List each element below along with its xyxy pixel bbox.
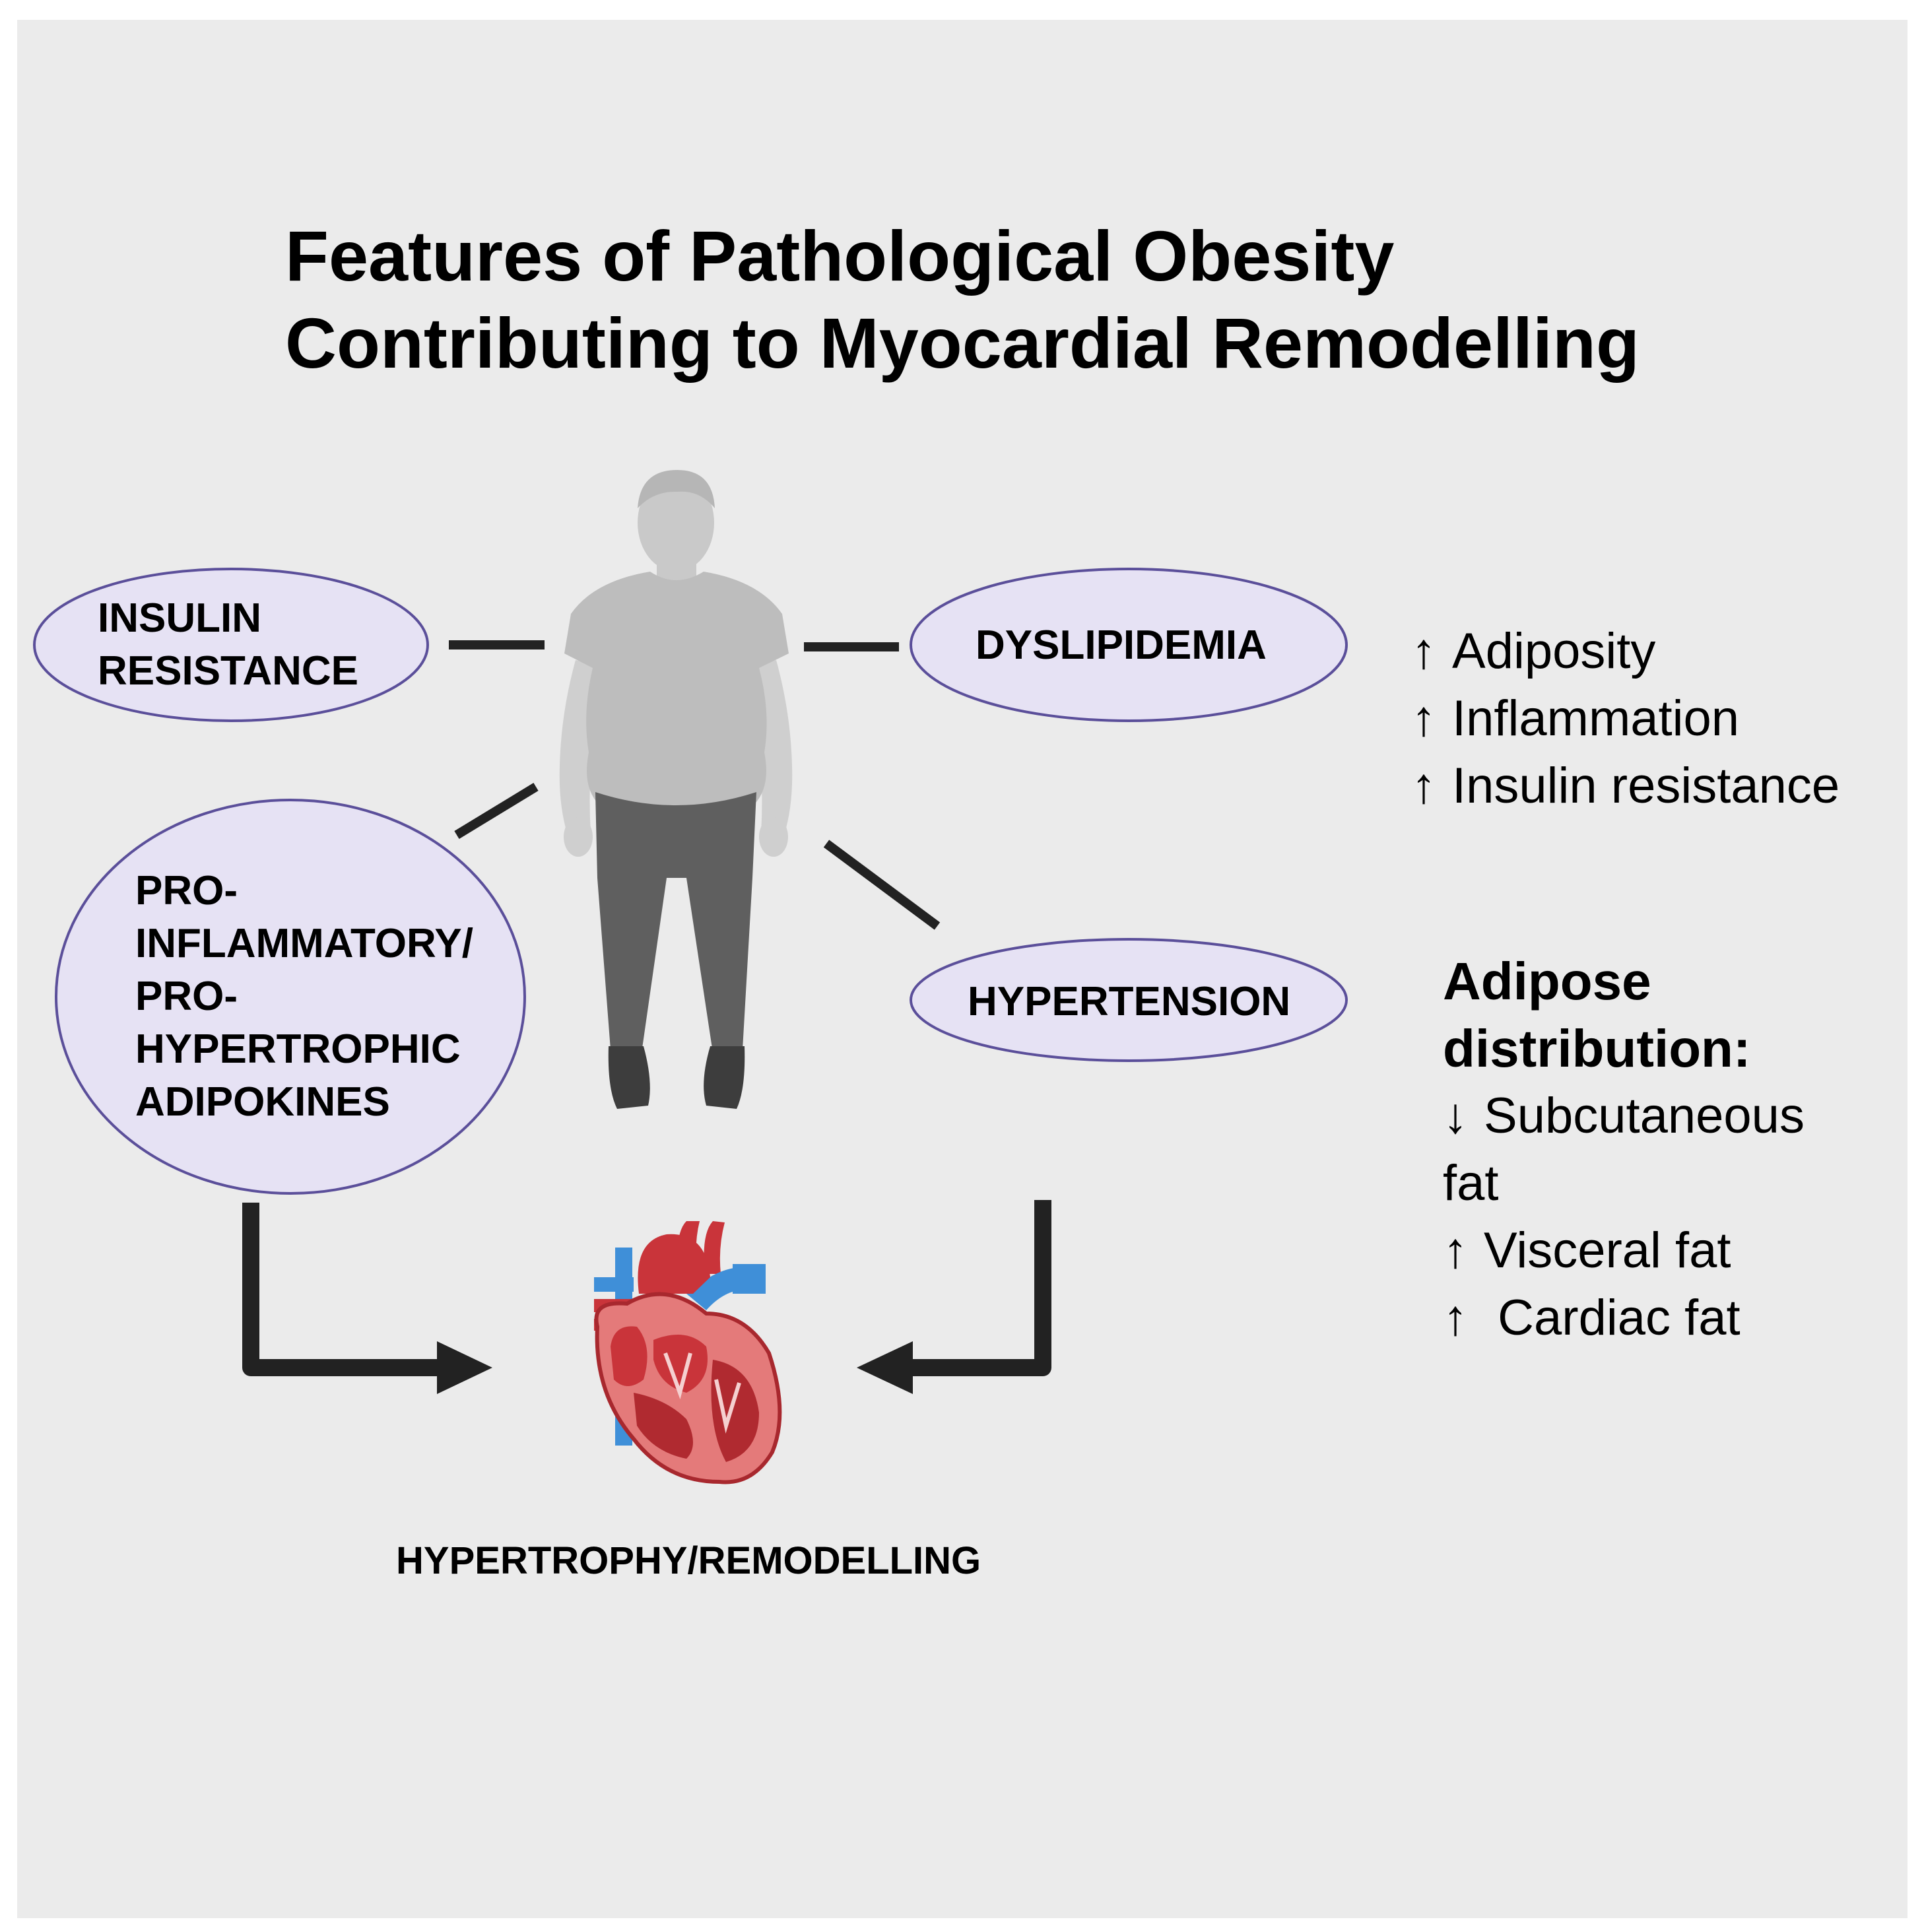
adipose-distribution-heading-line-1: Adipose [1443, 952, 1651, 1011]
adipose-distribution-heading-line-2: distribution: [1443, 1019, 1751, 1078]
right-arrowhead [857, 1341, 913, 1394]
adipokines-line-3: PRO- [135, 974, 238, 1019]
insulin-resistance-oval [33, 568, 429, 722]
adipokines-line-5: ADIPOKINES [135, 1079, 390, 1125]
hypertension-oval [910, 938, 1348, 1062]
adipose-distribution-list: ↓ Subcutaneous fat ↑ Visceral fat ↑ Cardia… [1443, 1083, 1805, 1352]
dyslipidemia-text: DYSLIPIDEMIA [976, 622, 1267, 668]
down-arrow-icon: ↓ [1443, 1088, 1468, 1144]
up-arrow-icon: ↑ [1411, 690, 1436, 747]
obese-person-icon [559, 470, 793, 1109]
adipokines-line-1: PRO- [135, 868, 238, 914]
effect-label: Inflammation [1452, 690, 1740, 747]
left-arrowhead [437, 1341, 492, 1394]
outcome-caption: HYPERTROPHY/REMODELLING [396, 1539, 981, 1582]
up-arrow-icon: ↑ [1443, 1290, 1468, 1346]
up-arrow-icon: ↑ [1411, 623, 1436, 679]
hypertension-text: HYPERTENSION [968, 979, 1291, 1024]
dyslipidemia-oval [910, 568, 1348, 722]
effect-label: Adiposity [1452, 623, 1656, 679]
connector-adipokines [454, 783, 539, 839]
distribution-label: fat [1443, 1155, 1499, 1211]
title-line-1: Features of Pathological Obesity [285, 216, 1395, 296]
adipokines-oval [55, 799, 526, 1195]
distribution-label: Cardiac fat [1484, 1290, 1741, 1346]
adipokines-line-2: INFLAMMATORY/ [135, 921, 474, 966]
up-arrow-icon: ↑ [1443, 1222, 1468, 1279]
insulin-resistance-line-1: INSULIN [98, 595, 261, 641]
distribution-label: Subcutaneous [1484, 1088, 1805, 1144]
right-elbow-arrow-line [911, 1200, 1051, 1376]
insulin-resistance-line-2: RESISTANCE [98, 648, 359, 694]
effect-item: ↑ Adiposity [1411, 618, 1840, 685]
distribution-item: ↑ Cardiac fat [1443, 1284, 1805, 1352]
distribution-label: Visceral fat [1484, 1222, 1731, 1279]
effect-label: Insulin resistance [1452, 758, 1840, 814]
dyslipidemia-label: DYSLIPIDEMIA [976, 619, 1267, 672]
distribution-item: fat [1443, 1150, 1805, 1217]
anatomical-heart-icon [594, 1221, 782, 1484]
distribution-item: ↓ Subcutaneous [1443, 1083, 1805, 1150]
title-line-2: Contributing to Myocardial Remodelling [285, 303, 1640, 383]
effect-item: ↑ Insulin resistance [1411, 752, 1840, 820]
diagram-title: Features of Pathological Obesity Contrib… [285, 213, 1671, 387]
adipokines-label: PRO- INFLAMMATORY/ PRO- HYPERTROPHIC ADI… [135, 865, 473, 1129]
left-elbow-arrow-line [242, 1203, 439, 1376]
adipose-distribution-heading: Adipose distribution: [1443, 948, 1751, 1083]
connector-hypertension [823, 840, 941, 930]
up-arrow-icon: ↑ [1411, 758, 1436, 814]
insulin-resistance-label: INSULIN RESISTANCE [98, 592, 358, 698]
distribution-item: ↑ Visceral fat [1443, 1217, 1805, 1284]
adipokines-line-4: HYPERTROPHIC [135, 1026, 461, 1072]
effect-item: ↑ Inflammation [1411, 685, 1840, 752]
effects-list: ↑ Adiposity ↑ Inflammation ↑ Insulin resist… [1411, 618, 1840, 820]
hypertension-label: HYPERTENSION [968, 976, 1290, 1028]
